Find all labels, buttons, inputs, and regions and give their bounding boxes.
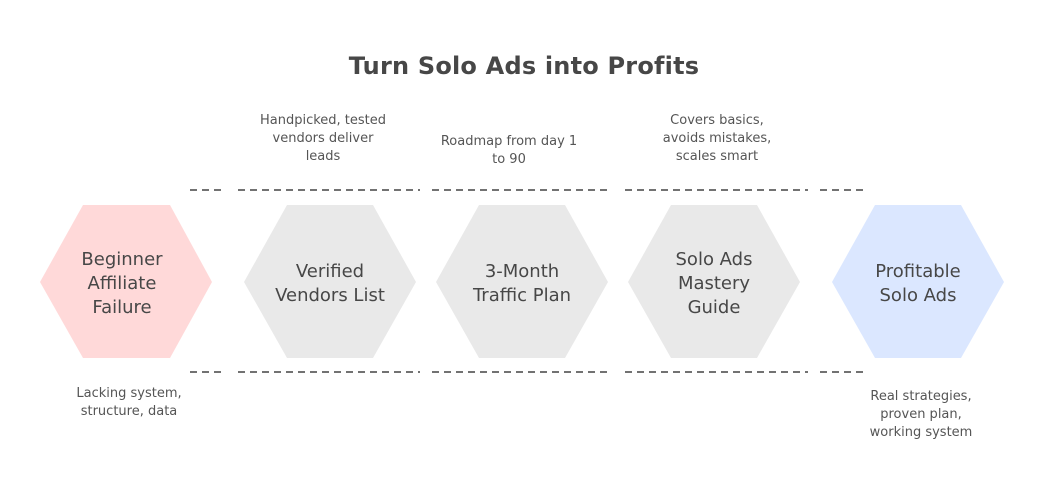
stage-2-label: Verified Vendors List: [275, 261, 385, 306]
hexagon-stage-3: [436, 205, 608, 358]
hexagon-stage-4: [628, 205, 800, 358]
stage-5-label: Profitable Solo Ads: [875, 261, 961, 306]
diagram-title: Turn Solo Ads into Profits: [348, 52, 700, 80]
stage-1-label: Beginner Affiliate Failure: [81, 249, 163, 318]
stage-3-note: Roadmap from day 1 to 90: [440, 134, 578, 167]
stage-4-note: Covers basics, avoids mistakes, scales s…: [662, 113, 772, 164]
stage-5-note: Real strategies, proven plan, working sy…: [869, 389, 973, 440]
stage-3-label: 3-Month Traffic Plan: [472, 261, 572, 306]
stage-1-note: Lacking system, structure, data: [76, 386, 182, 419]
stage-4-label: Solo Ads Mastery Guide: [675, 249, 753, 318]
hexagon-stage-1: [40, 205, 212, 358]
hexagon-stage-5: [832, 205, 1004, 358]
stage-2-note: Handpicked, tested vendors deliver leads: [259, 113, 387, 164]
hexagon-stage-2: [244, 205, 416, 358]
